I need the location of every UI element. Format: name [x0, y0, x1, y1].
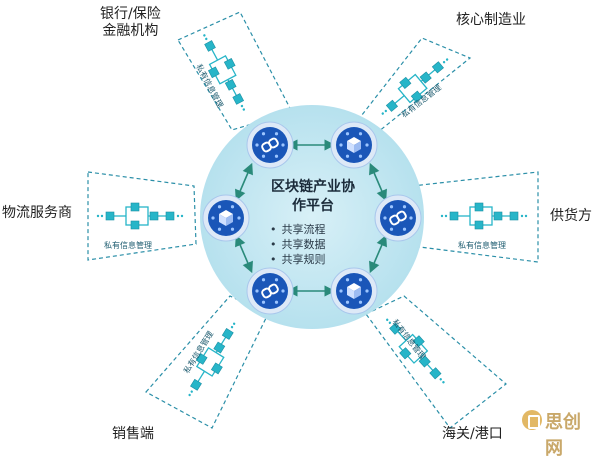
- fan-manufacturing: [357, 37, 472, 133]
- label-supplier: 供货方: [550, 208, 592, 224]
- link-icon: [389, 210, 407, 226]
- private-label-supplier: 私有信息管理: [458, 240, 506, 250]
- label-manufacturing: 核心制造业: [456, 12, 526, 28]
- fan-sales: [145, 295, 269, 429]
- fan-bank: [177, 11, 293, 131]
- label-sales: 销售端: [112, 426, 154, 442]
- private-label-bank: 私有信息管理: [194, 62, 225, 109]
- label-customs: 海关/港口: [442, 426, 503, 442]
- cube-icon: [347, 283, 361, 299]
- watermark-text: 思创网: [545, 412, 581, 459]
- feature-item: 共享流程: [270, 222, 326, 237]
- platform-node: [330, 267, 378, 315]
- platform-node: [246, 267, 294, 315]
- platform-title-line2: 作平台: [292, 198, 334, 214]
- label-bank-line1: 银行/保险: [100, 6, 161, 22]
- feature-item: 共享数据: [270, 237, 326, 252]
- private-chain-supplier: [440, 202, 528, 230]
- private-chain-sales: [188, 322, 236, 397]
- fan-logistics: [87, 171, 197, 261]
- platform-node: [246, 121, 294, 169]
- private-chain-manufacturing: [381, 58, 449, 115]
- cube-icon: [347, 137, 361, 153]
- watermark-logo-icon: [522, 410, 542, 430]
- private-chain-logistics: [96, 202, 184, 230]
- node-arrows: [235, 139, 387, 297]
- platform-node: [202, 194, 250, 242]
- platform-title-line1: 区块链产业协: [271, 179, 355, 195]
- platform-node: [330, 121, 378, 169]
- label-logistics: 物流服务商: [2, 205, 72, 221]
- private-label-logistics: 私有信息管理: [104, 240, 152, 250]
- private-chain-bank: [203, 34, 246, 111]
- fan-customs: [365, 295, 507, 429]
- label-bank-line2: 金融机构: [102, 23, 159, 39]
- cube-icon: [219, 210, 233, 226]
- link-icon: [261, 283, 279, 299]
- platform-title: 区块链产业协 作平台: [258, 178, 368, 216]
- link-icon: [261, 137, 279, 153]
- private-label-sales: 私有信息管理: [181, 329, 215, 375]
- collaboration-diagram: 私有信息管理 私有信息管理 私有信息管理 私有信息管理 私有信息管理 私有信息管…: [87, 11, 539, 429]
- fan-supplier: [411, 171, 539, 263]
- private-chain-customs: [386, 318, 445, 384]
- platform-node: [374, 194, 422, 242]
- feature-item: 共享规则: [270, 252, 326, 267]
- platform-features: 共享流程 共享数据 共享规则: [270, 222, 326, 267]
- label-bank: 银行/保险 金融机构: [100, 6, 161, 40]
